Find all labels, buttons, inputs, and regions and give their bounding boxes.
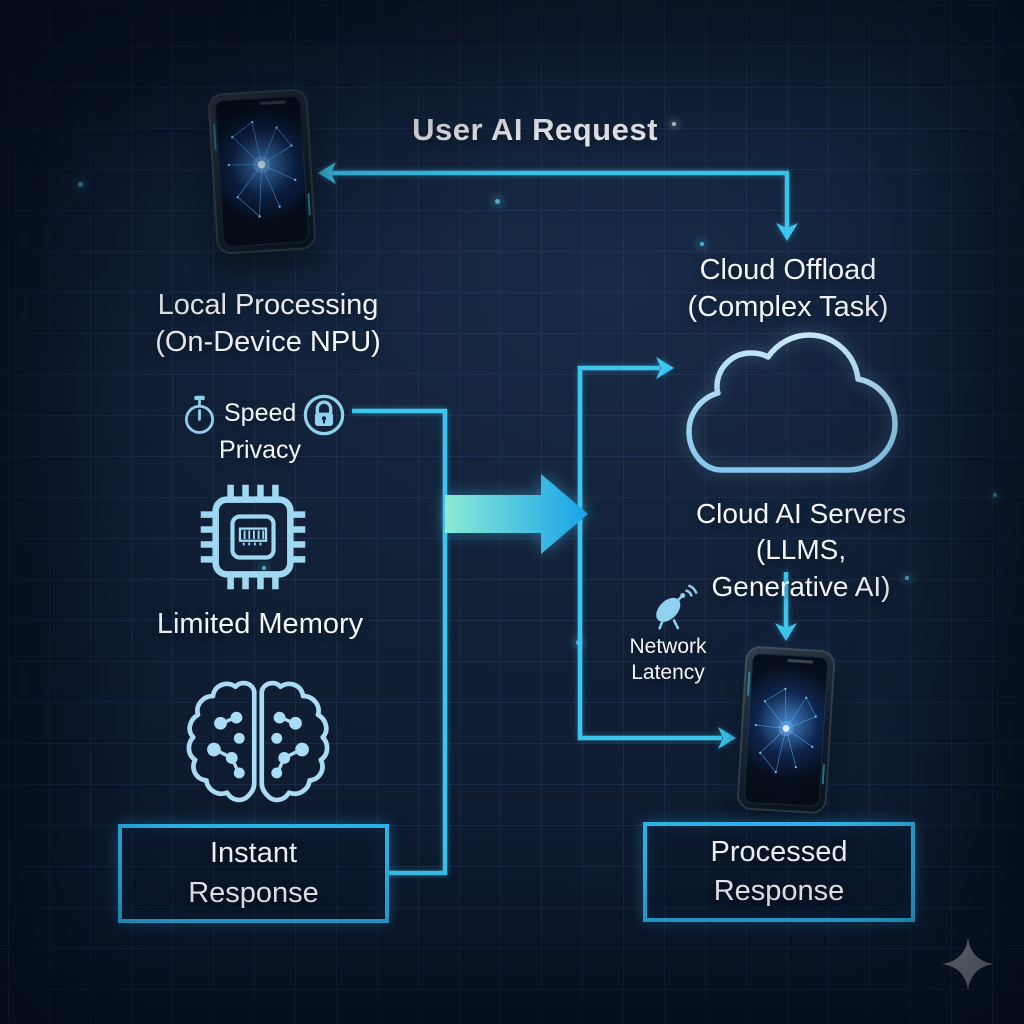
processed-response-box: Processed Response — [643, 822, 915, 922]
stopwatch-icon — [184, 395, 215, 434]
user-request-arrow-line — [330, 170, 790, 230]
speed-label: Speed — [224, 399, 297, 427]
brain-icon — [183, 676, 333, 808]
arrowhead-right — [656, 357, 674, 379]
offload-flow-arrow — [445, 474, 588, 554]
glow-dot — [78, 182, 83, 187]
arrowhead-left — [318, 162, 336, 184]
glow-dot — [905, 576, 909, 580]
instant-response-box: Instant Response — [118, 824, 389, 923]
phone-accent — [821, 764, 825, 785]
sparkle-icon — [942, 938, 994, 990]
satellite-dish-icon — [656, 584, 698, 630]
chip-icon — [200, 484, 306, 590]
phone-screen — [743, 652, 829, 808]
glow-dot — [495, 199, 500, 204]
glow-dot — [993, 493, 997, 497]
cloud-offload-label: Cloud Offload (Complex Task) — [687, 254, 889, 323]
cloud-branch-line — [577, 365, 722, 741]
phone-accent — [307, 193, 311, 216]
result-phone-image — [736, 645, 836, 815]
local-loop-line — [352, 408, 448, 876]
lock-icon — [303, 394, 345, 436]
cloud-ai-servers-label: Cloud AI Servers (LLMS, Generative AI) — [695, 498, 907, 602]
glow-dot — [262, 566, 266, 570]
phone-screen — [214, 95, 310, 248]
glow-dot — [672, 122, 676, 126]
privacy-label: Privacy — [219, 436, 301, 464]
cloud-icon — [686, 332, 898, 473]
arrowhead-down — [776, 223, 798, 241]
neural-network-graphic — [227, 120, 297, 218]
limited-memory-label: Limited Memory — [156, 608, 364, 640]
user-phone-image — [207, 88, 317, 255]
glow-dot — [700, 242, 704, 246]
arrowhead-down — [775, 623, 797, 641]
local-processing-label: Local Processing (On-Device NPU) — [155, 289, 381, 358]
arrowhead-right — [718, 727, 736, 749]
network-latency-label: Network Latency — [629, 635, 707, 685]
diagram-title: User AI Request — [412, 112, 658, 147]
neural-network-graphic — [754, 687, 817, 774]
